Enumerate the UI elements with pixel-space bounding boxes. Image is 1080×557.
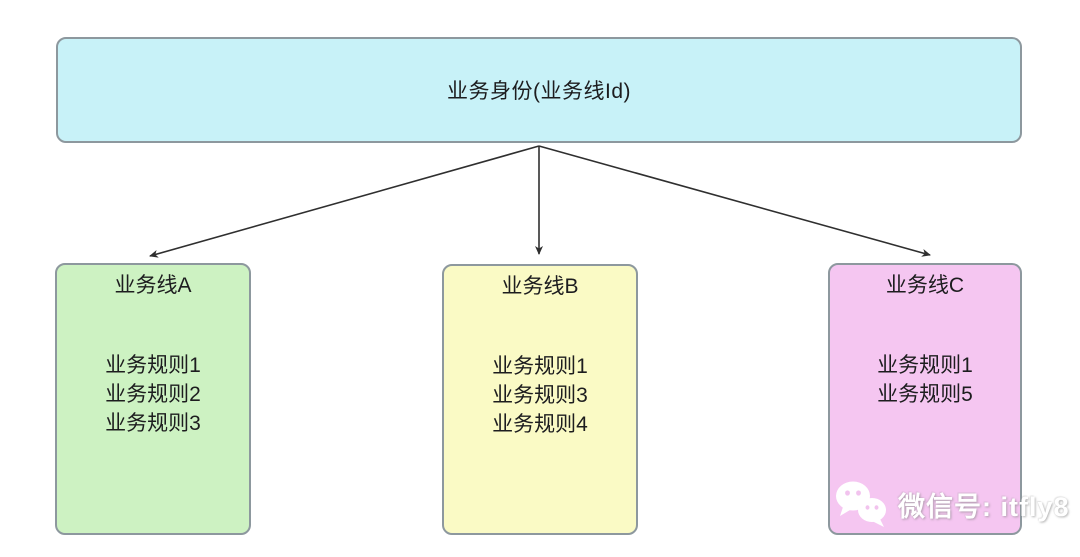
node-business-line-b[interactable]: 业务线B 业务规则1 业务规则3 业务规则4 — [442, 264, 638, 535]
node-business-line-b-title: 业务线B — [501, 275, 579, 298]
arrow-root-to-a — [149, 145, 540, 258]
rule-item: 业务规则2 — [105, 383, 201, 406]
node-business-line-a[interactable]: 业务线A 业务规则1 业务规则2 业务规则3 — [55, 263, 251, 535]
rule-item: 业务规则1 — [105, 354, 201, 377]
rule-item: 业务规则3 — [492, 384, 588, 407]
rule-item: 业务规则1 — [492, 355, 588, 378]
rule-item: 业务规则4 — [492, 413, 588, 436]
node-business-line-c[interactable]: 业务线C 业务规则1 业务规则5 — [828, 263, 1022, 535]
rule-item: 业务规则1 — [877, 354, 973, 377]
rule-item: 业务规则5 — [877, 383, 973, 406]
node-business-line-a-rules: 业务规则1 业务规则2 业务规则3 — [57, 351, 249, 438]
rule-item: 业务规则3 — [105, 412, 201, 435]
node-business-line-c-rules: 业务规则1 业务规则5 — [830, 351, 1020, 409]
arrow-root-to-c — [538, 145, 931, 257]
node-business-identity[interactable]: 业务身份(业务线Id) — [56, 37, 1022, 143]
node-business-line-c-title: 业务线C — [885, 274, 965, 297]
node-business-line-a-title: 业务线A — [114, 274, 192, 297]
node-business-line-b-rules: 业务规则1 业务规则3 业务规则4 — [444, 352, 636, 439]
node-business-identity-label: 业务身份(业务线Id) — [447, 80, 631, 103]
